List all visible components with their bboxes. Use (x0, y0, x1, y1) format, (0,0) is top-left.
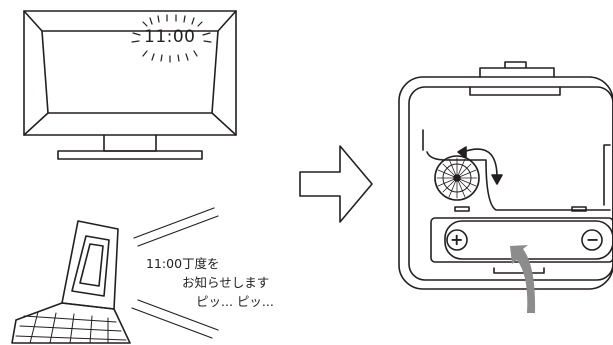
battery-insert-arrow (510, 245, 536, 313)
time-signal-line-2: お知らせします (182, 275, 270, 290)
battery-minus-terminal (581, 229, 603, 251)
panel-top-tab (469, 86, 561, 96)
tv-neck (103, 134, 157, 152)
battery-cell (444, 220, 613, 260)
phone-top-half (61, 220, 119, 310)
tv-screen-edge (23, 112, 49, 136)
phone-bottom-half (11, 302, 131, 344)
tv-screen-edge (217, 10, 237, 32)
rotation-arrowhead (457, 146, 467, 159)
mechanism-slot (454, 206, 470, 212)
panel-outer (398, 76, 613, 290)
rotation-arrow (462, 148, 498, 178)
time-signal-line-3: ピッ... ピッ... (196, 294, 274, 309)
battery-minus-label: − (586, 230, 600, 249)
battery-plus-label: + (450, 230, 464, 249)
knob-center (453, 174, 461, 182)
rotation-arrowhead (491, 174, 503, 185)
mechanism-slot (571, 206, 587, 212)
panel-side-bracket (603, 144, 611, 206)
mobile-phone-illustration (11, 207, 219, 344)
battery-plus-terminal (446, 229, 468, 251)
phone-keypad (15, 311, 127, 344)
process-arrow (299, 145, 373, 223)
phone-sound-lines (131, 207, 219, 339)
clock-back-panel (398, 61, 613, 290)
tv-screen-time: 11:00 (144, 27, 196, 47)
tv-base (57, 150, 203, 160)
phone-screen (71, 235, 110, 297)
knob-outer-ring (434, 155, 480, 201)
panel-inner (408, 86, 613, 281)
tv-screen-edge (23, 10, 43, 32)
panel-bottom-clip (493, 267, 545, 274)
tv-frame (23, 10, 237, 136)
tv-time-flash-rays (131, 14, 212, 63)
mechanism-outline (426, 151, 611, 211)
time-signal-line-1: 11:00丁度を (146, 256, 220, 271)
time-adjust-knob (434, 155, 480, 201)
phone-inner-screen (79, 243, 104, 287)
tv-screen-edge (211, 112, 237, 136)
panel-top-hook (479, 61, 555, 78)
television-illustration (23, 10, 237, 160)
